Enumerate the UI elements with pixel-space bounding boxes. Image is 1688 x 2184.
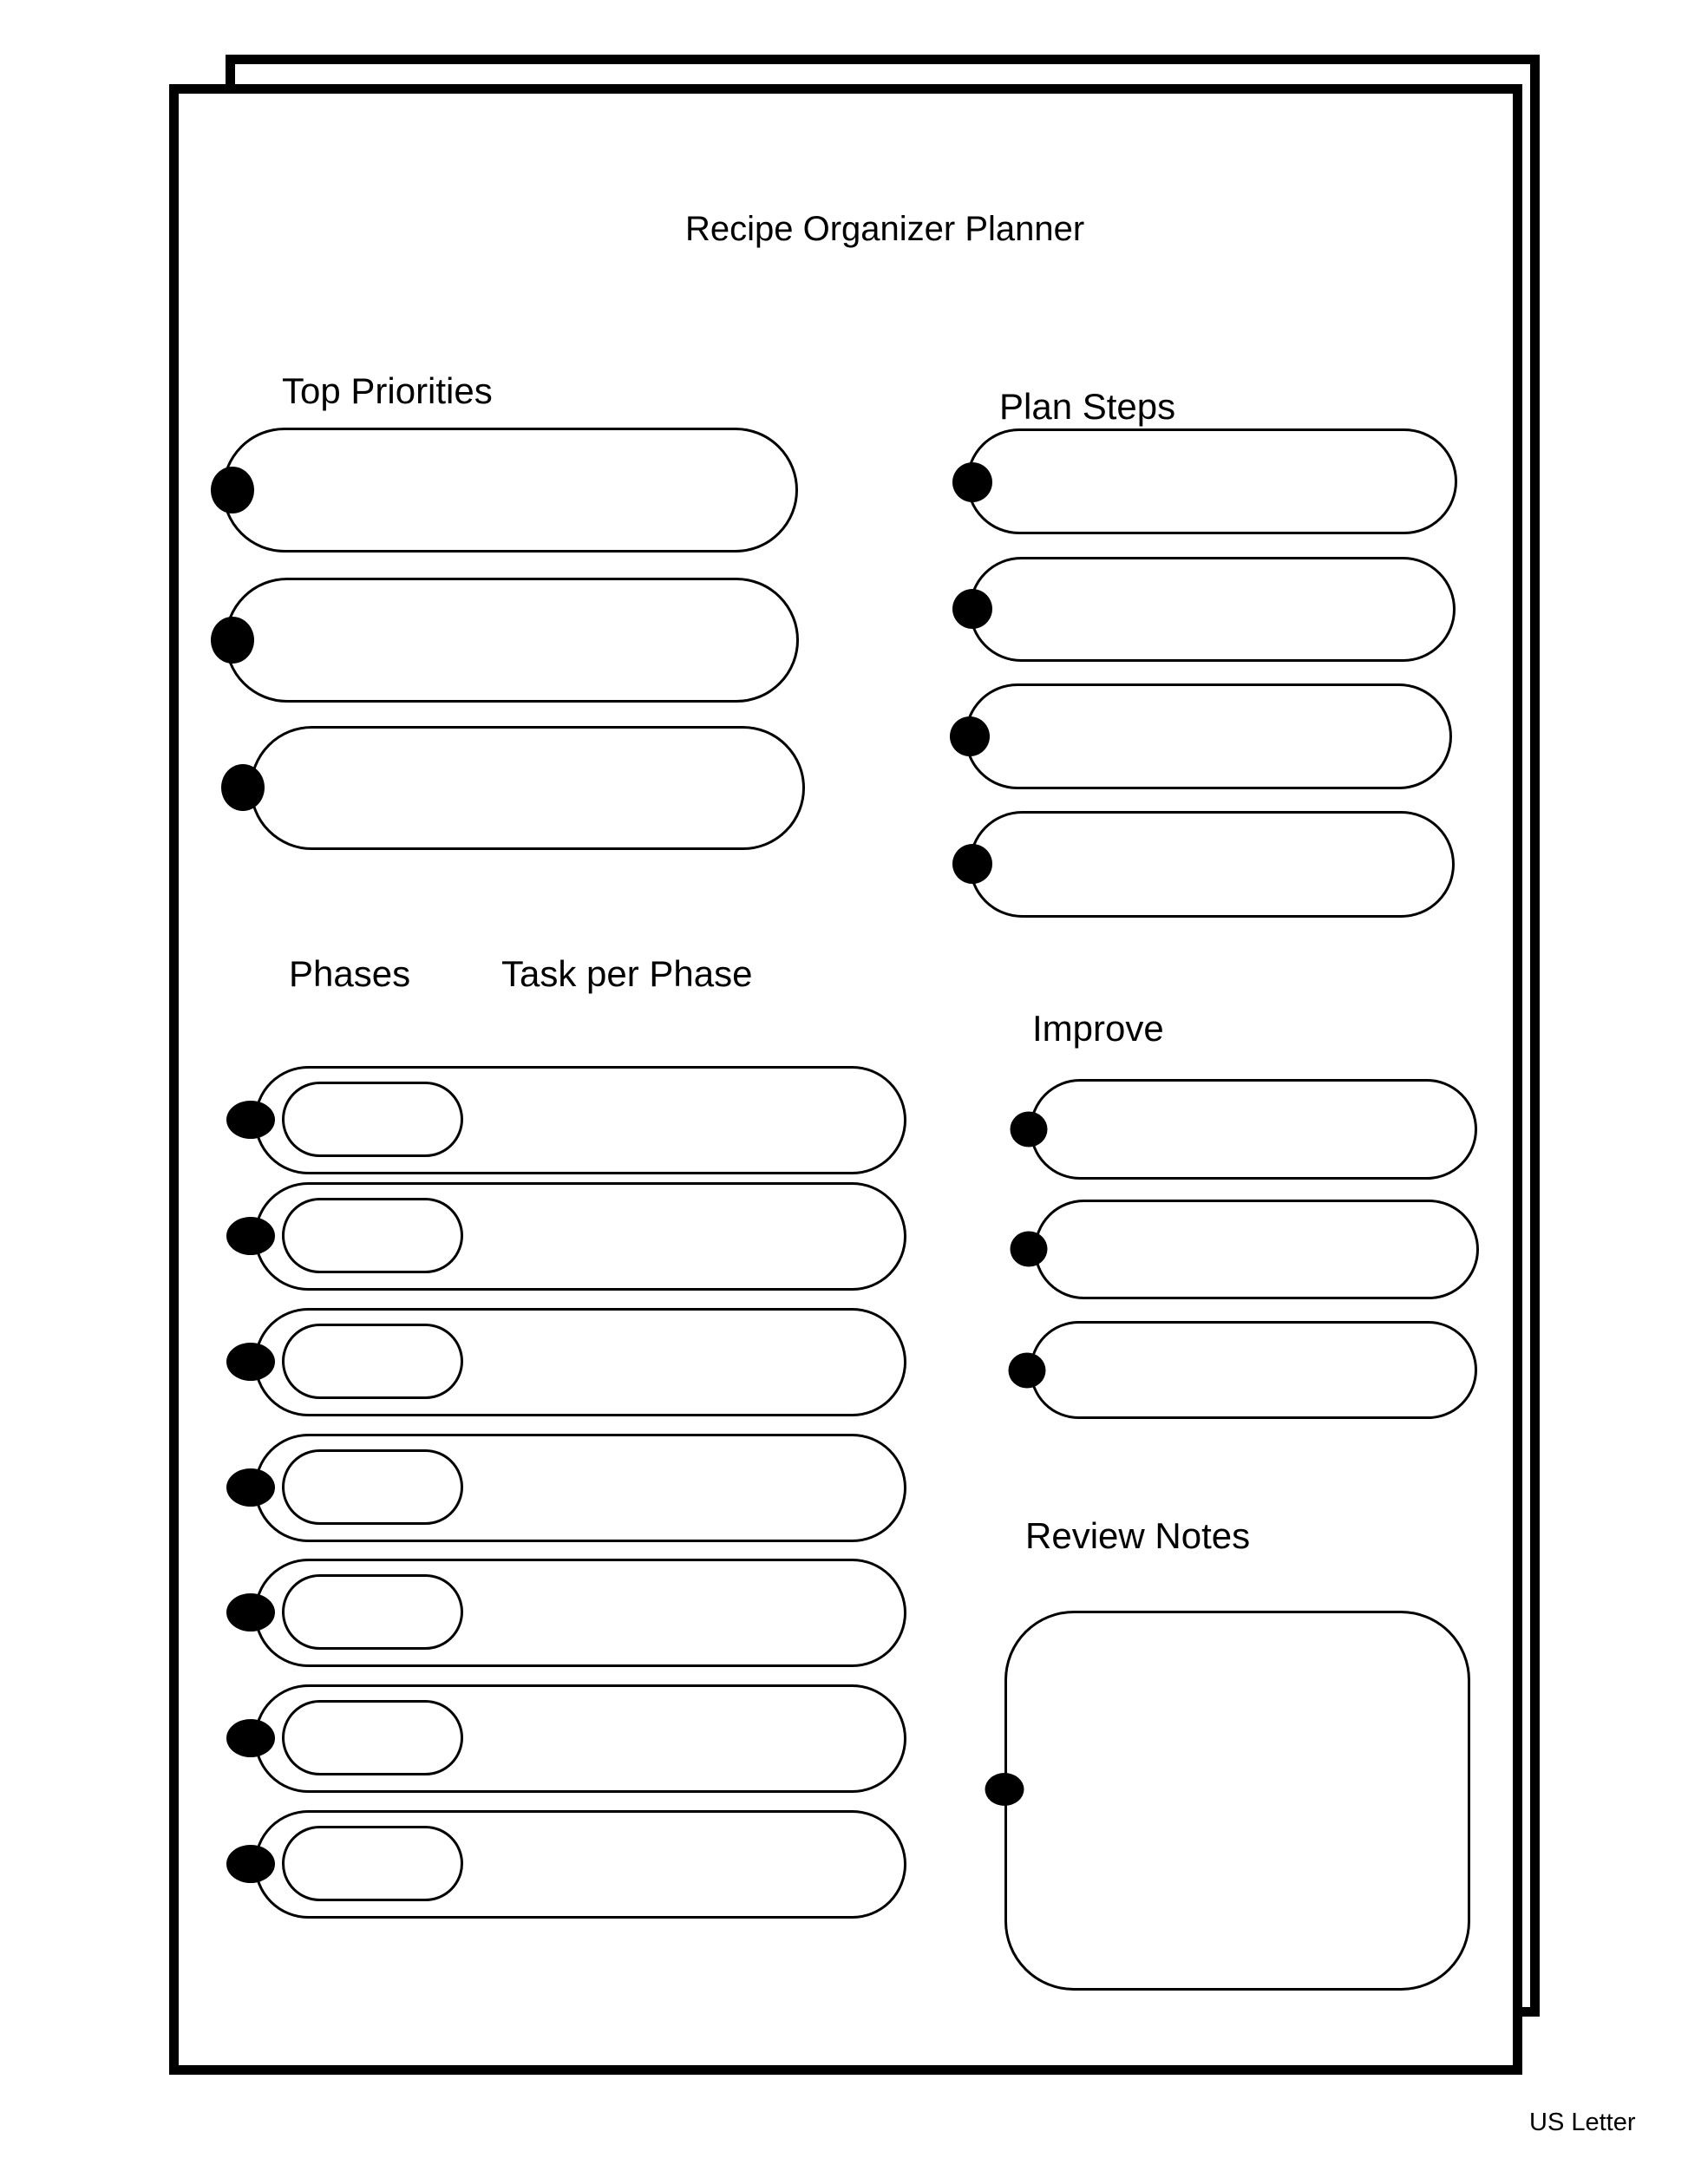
plan-step-field-1[interactable] — [966, 428, 1457, 534]
phase-name-field-2[interactable] — [282, 1198, 463, 1273]
top-priority-field-2[interactable] — [225, 578, 799, 703]
plan-step-bullet-4 — [952, 844, 992, 884]
improve-field-3[interactable] — [1030, 1321, 1477, 1419]
page-title: Recipe Organizer Planner — [685, 210, 1085, 248]
phase-bullet-3 — [226, 1343, 275, 1381]
section-header-phases: Phases — [289, 953, 411, 994]
section-header-plan-steps: Plan Steps — [999, 386, 1176, 427]
paper-format-label: US Letter — [1529, 2109, 1636, 2136]
plan-step-bullet-2 — [952, 589, 992, 629]
section-header-improve: Improve — [1032, 1008, 1164, 1049]
phase-name-field-3[interactable] — [282, 1324, 463, 1399]
phase-bullet-6 — [226, 1719, 275, 1757]
improve-field-1[interactable] — [1030, 1079, 1477, 1180]
improve-field-2[interactable] — [1034, 1200, 1479, 1299]
top-priority-bullet-1 — [211, 467, 254, 513]
improve-bullet-2 — [1010, 1231, 1048, 1267]
top-priority-field-1[interactable] — [222, 428, 798, 553]
plan-step-field-2[interactable] — [969, 557, 1456, 662]
phase-name-field-1[interactable] — [282, 1082, 463, 1157]
section-header-top-priorities: Top Priorities — [282, 370, 493, 411]
review-notes-bullet — [985, 1773, 1024, 1806]
plan-step-field-4[interactable] — [969, 811, 1455, 918]
section-header-task-per-phase: Task per Phase — [501, 953, 753, 994]
phase-bullet-5 — [226, 1593, 275, 1631]
phase-name-field-4[interactable] — [282, 1449, 463, 1525]
top-priority-bullet-3 — [221, 764, 265, 811]
improve-bullet-3 — [1008, 1352, 1046, 1389]
phase-name-field-5[interactable] — [282, 1574, 463, 1650]
plan-step-bullet-3 — [950, 716, 990, 756]
phase-name-field-6[interactable] — [282, 1700, 463, 1775]
plan-step-field-3[interactable] — [965, 683, 1452, 789]
review-notes-field[interactable] — [1004, 1611, 1470, 1991]
phase-name-field-7[interactable] — [282, 1826, 463, 1901]
plan-step-bullet-1 — [952, 462, 992, 502]
phase-bullet-7 — [226, 1845, 275, 1883]
phase-bullet-1 — [226, 1101, 275, 1139]
top-priority-field-3[interactable] — [250, 726, 805, 850]
improve-bullet-1 — [1010, 1111, 1048, 1148]
phase-bullet-2 — [226, 1217, 275, 1255]
phase-bullet-4 — [226, 1468, 275, 1507]
section-header-review-notes: Review Notes — [1025, 1515, 1251, 1556]
top-priority-bullet-2 — [211, 617, 254, 664]
